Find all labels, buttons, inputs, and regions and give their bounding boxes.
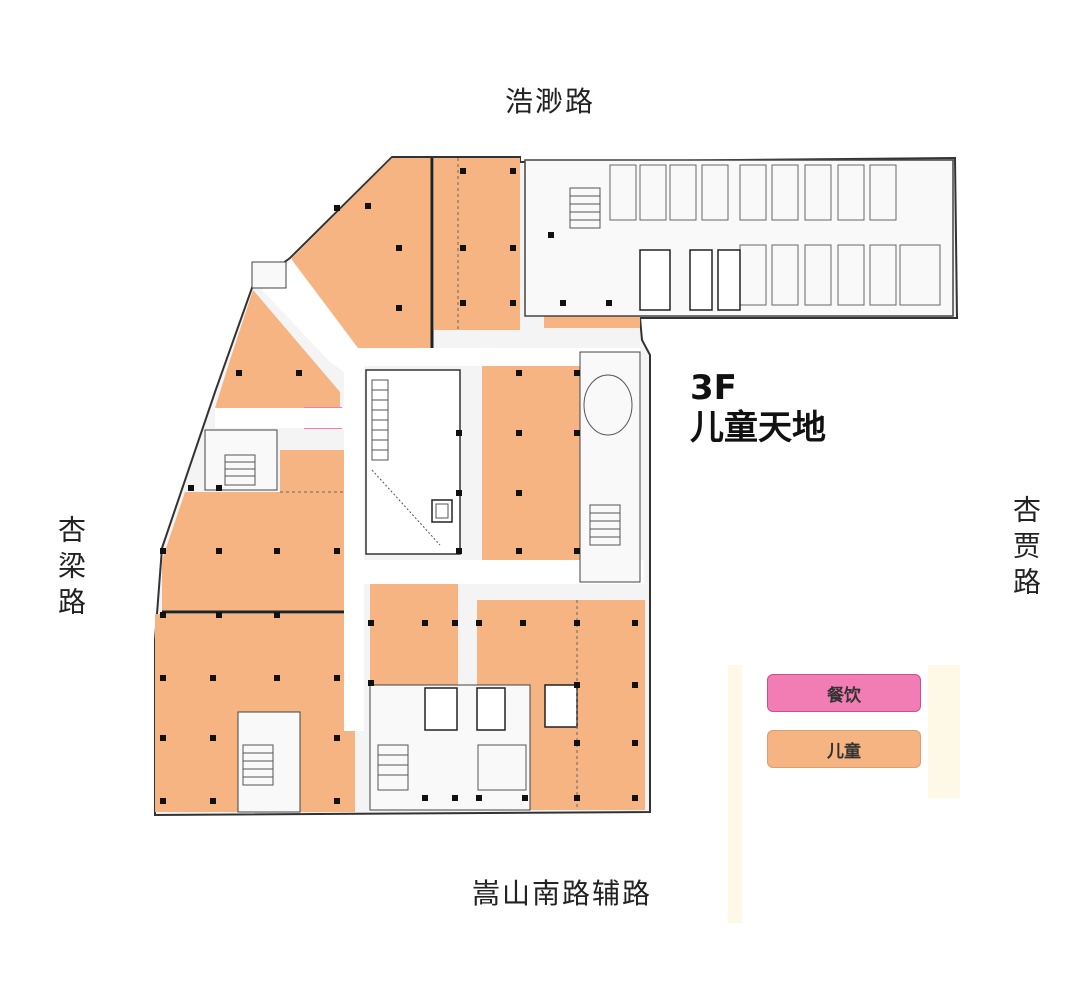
kids-zone-south-center[interactable] (370, 580, 458, 685)
escalator-icon (371, 379, 441, 546)
floor-title: 3F 儿童天地 (690, 368, 826, 448)
legend-decor-strip (928, 665, 960, 798)
road-label-east: 杏贾路 (1009, 495, 1042, 603)
kids-zone-center[interactable] (482, 352, 580, 576)
elevator-icon (431, 499, 453, 523)
south-west-core (237, 711, 301, 813)
legend-label-kids: 儿童 (827, 741, 861, 762)
west-core (204, 429, 278, 491)
floor-theme: 儿童天地 (690, 408, 826, 448)
corridor-vertical-west (344, 366, 364, 731)
kids-zone-south-east[interactable] (477, 600, 645, 685)
kids-zone-north-center[interactable] (434, 158, 520, 330)
legend-decor-strip (728, 665, 742, 923)
atrium-void (365, 369, 461, 555)
corridor-main-horizontal (344, 348, 640, 366)
floor-level: 3F (690, 368, 737, 408)
kids-zone-west-upper[interactable] (215, 290, 340, 408)
road-label-north: 浩渺路 (505, 85, 596, 118)
legend-label-dining: 餐饮 (827, 685, 861, 706)
stair-icon (569, 187, 601, 229)
kids-zone-west-lower[interactable] (162, 492, 344, 612)
kids-zone-north-west[interactable] (292, 158, 432, 348)
legend-item-kids[interactable]: 儿童 (767, 730, 921, 768)
road-label-south: 嵩山南路辅路 (472, 877, 653, 910)
road-label-west: 杏梁路 (54, 515, 87, 623)
kids-zone-south-west-bottom[interactable] (155, 712, 240, 812)
restroom-icon (377, 744, 527, 791)
kids-zone-west-middle[interactable] (280, 450, 344, 495)
legend-item-dining[interactable]: 餐饮 (767, 674, 921, 712)
corridor-west (215, 408, 345, 428)
